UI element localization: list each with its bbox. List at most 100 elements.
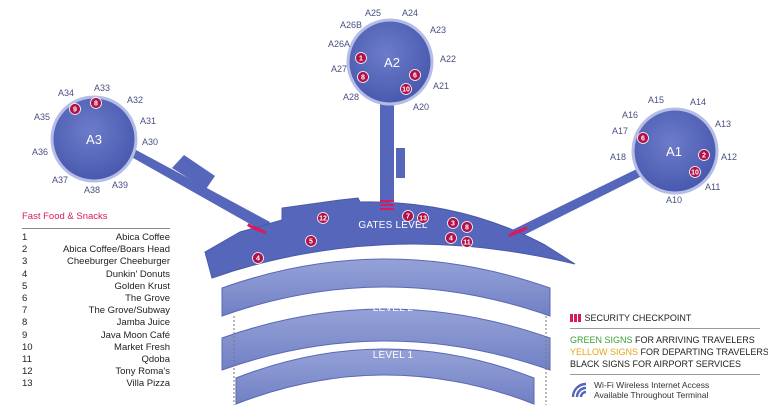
- pod-a2[interactable]: [346, 18, 434, 106]
- marker-5[interactable]: 5: [305, 235, 317, 247]
- marker-10-a1[interactable]: 10: [689, 166, 701, 178]
- marker-4[interactable]: 4: [252, 252, 264, 264]
- marker-6-a2[interactable]: 6: [409, 69, 421, 81]
- level-2-band[interactable]: [221, 308, 551, 371]
- marker-6-a1[interactable]: 6: [637, 132, 649, 144]
- gate-a15-label: A15: [648, 95, 664, 105]
- marker-6-a1-label: 6: [641, 136, 645, 143]
- food-item-number: 9: [22, 329, 28, 341]
- gate-a25-label: A25: [365, 8, 381, 18]
- connector-a1: [508, 165, 650, 240]
- security-checkpoint-a3: [247, 223, 267, 235]
- food-item-name: Abica Coffee: [115, 232, 170, 243]
- gate-a30-label: A30: [142, 137, 158, 147]
- gate-a38-label: A38: [84, 185, 100, 195]
- food-item-name: The Grove/Subway: [88, 305, 170, 317]
- level-3-band[interactable]: [221, 258, 551, 317]
- gate-a34-label: A34: [58, 88, 74, 98]
- food-item-name: Cheeburger Cheeburger: [67, 256, 170, 268]
- map-key: SECURITY CHECKPOINT GREEN SIGNS FOR ARRI…: [570, 312, 768, 400]
- gate-a33-label: A33: [94, 83, 110, 93]
- food-legend-divider: [22, 228, 170, 229]
- food-list-item: 7 The Grove/Subway: [22, 305, 170, 317]
- gate-a22-label: A22: [440, 54, 456, 64]
- gate-a12-label: A12: [721, 152, 737, 162]
- level-3-label: LEVEL 3: [373, 250, 414, 261]
- gate-a31-label: A31: [140, 116, 156, 126]
- pod-a3-label: A3: [86, 132, 102, 147]
- food-item-number: 6: [22, 292, 28, 304]
- food-list-item: 13 Villa Pizza: [22, 378, 170, 390]
- food-item-number: 10: [22, 341, 33, 353]
- gates-level-label: GATES LEVEL: [358, 220, 428, 231]
- marker-3-label: 3: [451, 221, 455, 228]
- food-item-name: Golden Krust: [114, 280, 170, 292]
- green-sign-rest: FOR ARRIVING TRAVELERS: [632, 335, 755, 345]
- marker-5-label: 5: [309, 239, 313, 246]
- gate-a13-label: A13: [715, 119, 731, 129]
- wifi-line-1: Wi-Fi Wireless Internet Access: [594, 380, 710, 390]
- marker-6-a2-label: 6: [413, 73, 417, 80]
- wifi-line-2: Available Throughout Terminal: [594, 390, 709, 400]
- connector-a2: [380, 100, 394, 202]
- marker-12[interactable]: 12: [317, 212, 329, 224]
- gate-a37-label: A37: [52, 175, 68, 185]
- marker-4b[interactable]: 4: [445, 232, 457, 244]
- marker-8-gates[interactable]: 8: [461, 221, 473, 233]
- marker-9-label: 9: [73, 107, 77, 114]
- level-2-label: LEVEL 2: [373, 303, 414, 314]
- gate-a26b-label: A26B: [340, 20, 362, 30]
- level-1-band[interactable]: [235, 348, 535, 405]
- marker-9[interactable]: 9: [69, 103, 81, 115]
- security-checkpoint-a2: [380, 200, 394, 210]
- food-item-name: Villa Pizza: [126, 378, 170, 390]
- marker-10-a2-label: 10: [402, 87, 410, 94]
- marker-10-a2[interactable]: 10: [400, 83, 412, 95]
- food-item-number: 2: [22, 244, 28, 256]
- food-item-number: 4: [22, 268, 28, 280]
- food-list-item: 3 Cheeburger Cheeburger: [22, 256, 170, 268]
- food-list-item: 11 Qdoba: [22, 354, 170, 366]
- food-item-name: Java Moon Café: [100, 329, 170, 341]
- gate-a26a-label: A26A: [328, 39, 350, 49]
- gate-a16-label: A16: [622, 110, 638, 120]
- marker-2-label: 2: [702, 153, 706, 160]
- gate-a10-label: A10: [666, 195, 682, 205]
- marker-11-label: 11: [463, 240, 471, 247]
- food-list-item: 9 Java Moon Café: [22, 330, 170, 342]
- marker-8-a3[interactable]: 8: [90, 97, 102, 109]
- gate-a11-label: A11: [705, 182, 720, 192]
- marker-1[interactable]: 1: [355, 52, 367, 64]
- marker-13[interactable]: 13: [417, 212, 429, 224]
- food-item-number: 7: [22, 305, 28, 317]
- marker-8-a2-label: 8: [361, 75, 365, 82]
- gates-level-concourse[interactable]: [204, 197, 576, 279]
- gate-a24-label: A24: [402, 8, 418, 18]
- wifi-text: Wi-Fi Wireless Internet Access Available…: [594, 380, 709, 400]
- marker-11[interactable]: 11: [461, 236, 473, 248]
- yellow-sign-key: YELLOW SIGNS FOR DEPARTING TRAVELERS: [570, 346, 768, 358]
- marker-7[interactable]: 7: [402, 210, 414, 222]
- black-sign-key: BLACK SIGNS FOR AIRPORT SERVICES: [570, 359, 742, 369]
- wifi-icon: [571, 382, 587, 398]
- green-sign-key: GREEN SIGNS FOR ARRIVING TRAVELERS: [570, 334, 760, 346]
- food-item-name: Qdoba: [141, 353, 170, 365]
- gate-a35-label: A35: [34, 112, 50, 122]
- food-item-number: 13: [22, 378, 33, 390]
- food-item-number: 12: [22, 366, 33, 378]
- food-item-name: Jamba Juice: [116, 317, 170, 329]
- marker-8-a2[interactable]: 8: [357, 71, 369, 83]
- food-item-number: 3: [22, 256, 28, 268]
- food-item-number: 11: [22, 353, 32, 365]
- marker-2[interactable]: 2: [698, 149, 710, 161]
- marker-3[interactable]: 3: [447, 217, 459, 229]
- marker-8-gates-label: 8: [465, 225, 469, 232]
- pod-a3[interactable]: [50, 95, 138, 183]
- marker-10-a1-label: 10: [691, 170, 699, 177]
